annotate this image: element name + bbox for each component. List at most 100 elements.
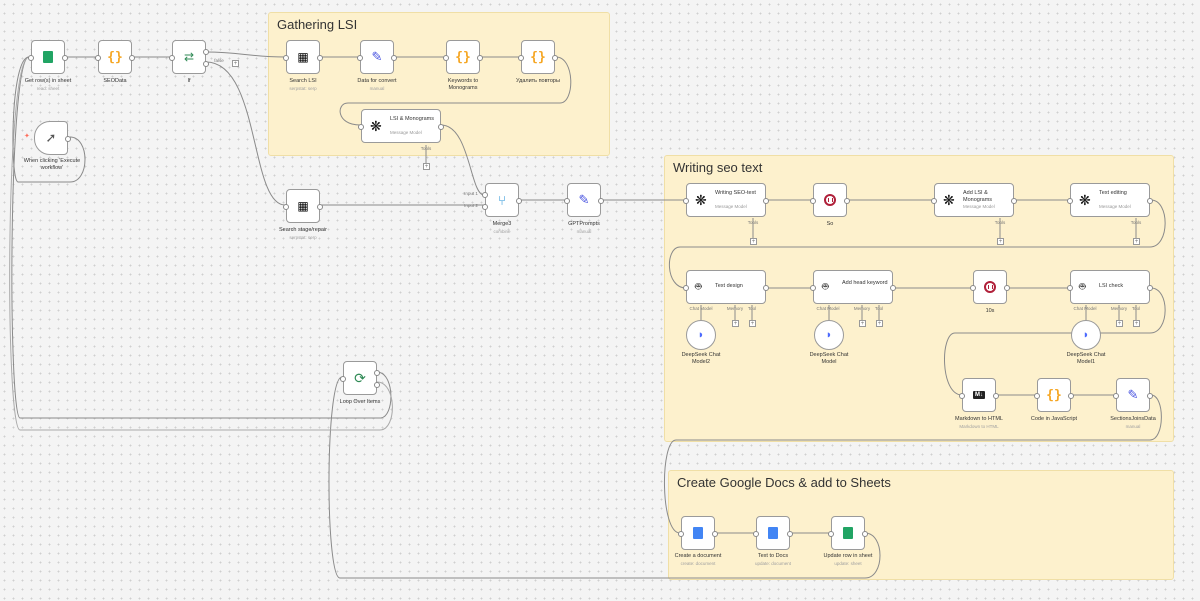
output-port[interactable]: [763, 285, 769, 291]
add-node-button[interactable]: +: [232, 60, 239, 67]
output-port[interactable]: [391, 55, 397, 61]
search-lsi-node[interactable]: ▦: [283, 40, 323, 74]
deepseek-model-node[interactable]: ◗: [814, 320, 844, 350]
input-port[interactable]: [95, 55, 101, 61]
input-port[interactable]: [357, 55, 363, 61]
lsi-monograms-node[interactable]: ❋ LSI & Monograms Message Model: [358, 109, 444, 143]
output-port[interactable]: [763, 198, 769, 204]
add-lsi-monograms-node[interactable]: ❋ Add LSI & Monograms Message Model: [931, 183, 1017, 217]
output-port[interactable]: [1147, 393, 1153, 399]
wait-10s-node[interactable]: [970, 270, 1010, 304]
input-port[interactable]: [810, 198, 816, 204]
input-port[interactable]: [683, 285, 689, 291]
input-port-2[interactable]: [482, 204, 488, 210]
output-port[interactable]: [317, 55, 323, 61]
add-memory-button[interactable]: +: [859, 320, 866, 327]
add-tool-button[interactable]: +: [1133, 320, 1140, 327]
input-port[interactable]: [443, 55, 449, 61]
writing-seo-text-node[interactable]: ❋ Writing SEO-text Message Model: [683, 183, 769, 217]
add-tool-button[interactable]: +: [749, 320, 756, 327]
input-port-1[interactable]: [482, 192, 488, 198]
add-head-keyword-agent-node[interactable]: 🤖︎ Add head keyword: [810, 270, 896, 304]
create-document-node[interactable]: [678, 516, 718, 550]
input-port[interactable]: [683, 198, 689, 204]
add-tool-button[interactable]: +: [423, 163, 430, 170]
input-port[interactable]: [1113, 393, 1119, 399]
lsi-check-agent-node[interactable]: 🤖︎ LSI check: [1067, 270, 1153, 304]
add-tool-button[interactable]: +: [1133, 238, 1140, 245]
deepseek-model-node[interactable]: ◗: [1071, 320, 1101, 350]
if-node[interactable]: ⇄: [169, 40, 209, 74]
input-port[interactable]: [753, 531, 759, 537]
input-port[interactable]: [28, 55, 34, 61]
output-port[interactable]: [516, 198, 522, 204]
output-port[interactable]: [477, 55, 483, 61]
output-port[interactable]: [65, 136, 71, 142]
output-port-true[interactable]: [203, 49, 209, 55]
output-port[interactable]: [1147, 198, 1153, 204]
add-memory-button[interactable]: +: [732, 320, 739, 327]
output-port[interactable]: [862, 531, 868, 537]
input-port[interactable]: [970, 285, 976, 291]
input-port[interactable]: [1034, 393, 1040, 399]
input-port[interactable]: [1067, 198, 1073, 204]
loop-over-items-node[interactable]: ⟳: [340, 361, 380, 395]
input-port[interactable]: [931, 198, 937, 204]
merge-node[interactable]: ⑂: [482, 183, 522, 217]
search-stage-node[interactable]: ▦: [283, 189, 323, 223]
output-port[interactable]: [1147, 285, 1153, 291]
output-port-false[interactable]: [203, 61, 209, 67]
input-port[interactable]: [564, 198, 570, 204]
output-port[interactable]: [787, 531, 793, 537]
output-port[interactable]: [993, 393, 999, 399]
keywords-to-monograms-node[interactable]: {}: [443, 40, 483, 74]
output-port-done[interactable]: [374, 370, 380, 376]
output-port[interactable]: [62, 55, 68, 61]
text-editing-node[interactable]: ❋ Text editing Message Model: [1067, 183, 1153, 217]
text-design-agent-node[interactable]: 🤖︎ Text design: [683, 270, 769, 304]
input-port[interactable]: [358, 124, 364, 130]
markdown-to-html-node[interactable]: M↓: [959, 378, 999, 412]
gpt-prompts-node[interactable]: ✎: [564, 183, 604, 217]
sections-joins-data-node[interactable]: ✎: [1113, 378, 1153, 412]
output-port[interactable]: [1011, 198, 1017, 204]
add-tool-button[interactable]: +: [997, 238, 1004, 245]
output-port[interactable]: [129, 55, 135, 61]
output-port[interactable]: [438, 124, 444, 130]
output-port-loop[interactable]: [374, 382, 380, 388]
input-port[interactable]: [810, 285, 816, 291]
input-port[interactable]: [283, 55, 289, 61]
output-port[interactable]: [1068, 393, 1074, 399]
output-port[interactable]: [712, 531, 718, 537]
seo-data-node[interactable]: {}: [95, 40, 135, 74]
input-port[interactable]: [283, 204, 289, 210]
output-port[interactable]: [844, 198, 850, 204]
get-rows-node[interactable]: [28, 40, 68, 74]
input-port[interactable]: [169, 55, 175, 61]
output-port[interactable]: [598, 198, 604, 204]
so-wait-node[interactable]: [810, 183, 850, 217]
delete-repeats-node[interactable]: {}: [518, 40, 558, 74]
add-memory-button[interactable]: +: [1116, 320, 1123, 327]
data-for-convert-node[interactable]: ✎: [357, 40, 397, 74]
code-in-javascript-node[interactable]: {}: [1034, 378, 1074, 412]
input-port[interactable]: [959, 393, 965, 399]
output-port[interactable]: [890, 285, 896, 291]
add-tool-button[interactable]: +: [876, 320, 883, 327]
manual-trigger-node[interactable]: ➚: [34, 121, 71, 155]
node-label: LSI check: [1099, 283, 1124, 289]
update-row-node[interactable]: [828, 516, 868, 550]
input-port[interactable]: [828, 531, 834, 537]
output-port[interactable]: [317, 204, 323, 210]
input-port[interactable]: [340, 376, 346, 382]
text-to-docs-node[interactable]: [753, 516, 793, 550]
input-port[interactable]: [1067, 285, 1073, 291]
input-port[interactable]: [678, 531, 684, 537]
deepseek-model-node[interactable]: ◗: [686, 320, 716, 350]
add-tool-button[interactable]: +: [750, 238, 757, 245]
port-label-memory: Memory: [1110, 306, 1128, 311]
input-port[interactable]: [518, 55, 524, 61]
output-port[interactable]: [1004, 285, 1010, 291]
output-port[interactable]: [552, 55, 558, 61]
